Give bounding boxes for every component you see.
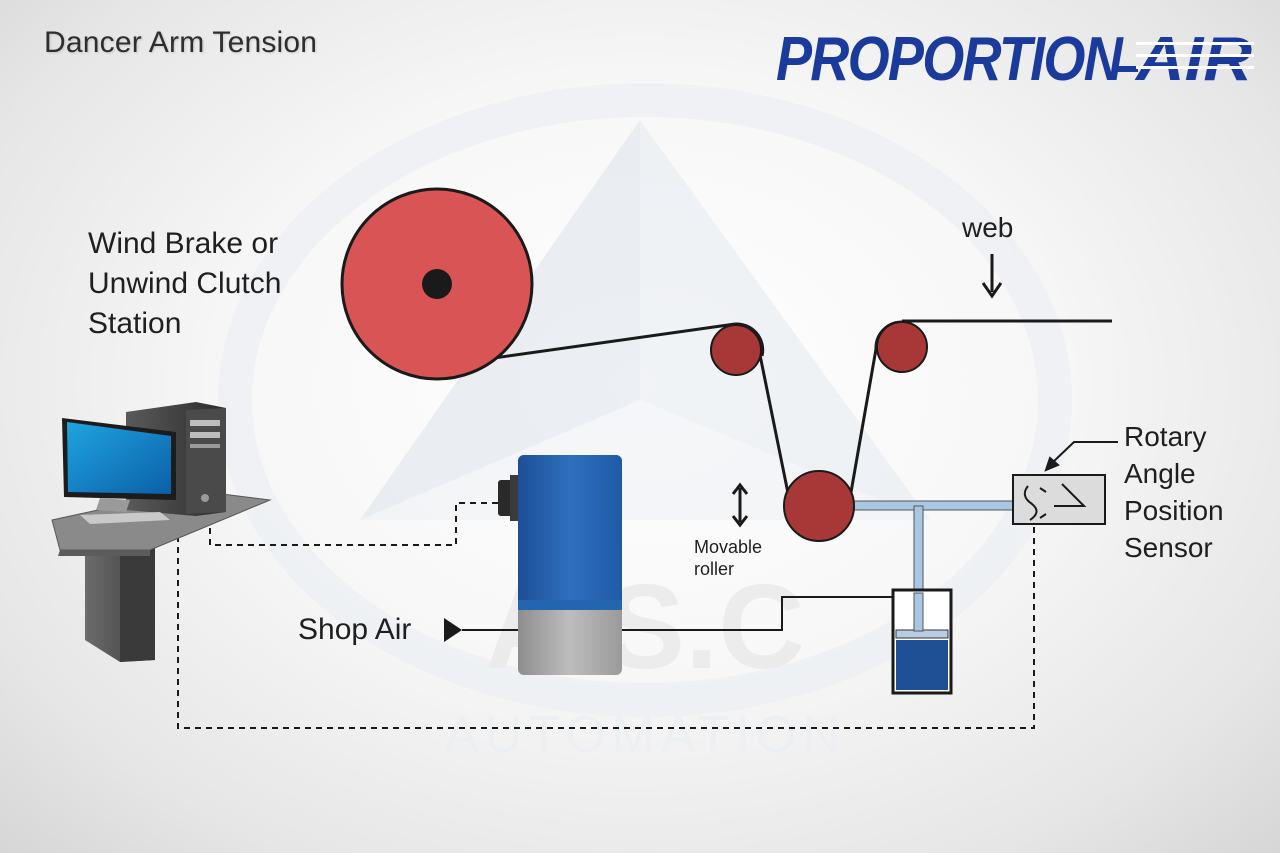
station-label-line1: Wind Brake or [88, 227, 279, 260]
proportion-air-logo: PROPORTION AIR [776, 25, 1254, 92]
shop-air-label: Shop Air [298, 613, 412, 646]
station-label-line2: Unwind Clutch [88, 267, 282, 300]
signal-lines [177, 502, 1035, 729]
down-arrow-icon [981, 254, 1003, 299]
sensor-label-line4: Sensor [1124, 532, 1213, 563]
sensor-label: Rotary Angle Position Sensor [1124, 418, 1224, 566]
movable-label-line1: Movable [694, 537, 763, 557]
computer-workstation-icon [51, 402, 272, 662]
station-label: Wind Brake or Unwind Clutch Station [88, 224, 281, 344]
movable-roller-label: Movable roller [694, 536, 762, 580]
station-label-line3: Station [88, 307, 182, 340]
unwind-roll [340, 187, 534, 381]
idler-roller-right [876, 321, 928, 373]
shop-air-line [444, 596, 893, 642]
sensor-label-line1: Rotary [1124, 421, 1207, 452]
dancer-roller [783, 470, 855, 542]
page-title: Dancer Arm Tension [44, 26, 318, 59]
sensor-leader [1044, 441, 1118, 472]
logo-text-left: PROPORTION [776, 25, 1124, 92]
idler-roller-left [710, 324, 762, 376]
pressure-regulator-icon [498, 455, 622, 675]
watermark-line2: AUTOMATION [444, 706, 846, 764]
movable-label-line2: roller [694, 559, 735, 579]
rotary-sensor-icon [1012, 474, 1106, 525]
sensor-label-line2: Angle [1124, 458, 1196, 489]
air-cylinder-icon [891, 588, 953, 695]
double-arrow-icon [731, 482, 749, 528]
logo-text-right: AIR [1134, 25, 1252, 92]
web-label: web [962, 212, 1014, 243]
sensor-label-line3: Position [1124, 495, 1224, 526]
